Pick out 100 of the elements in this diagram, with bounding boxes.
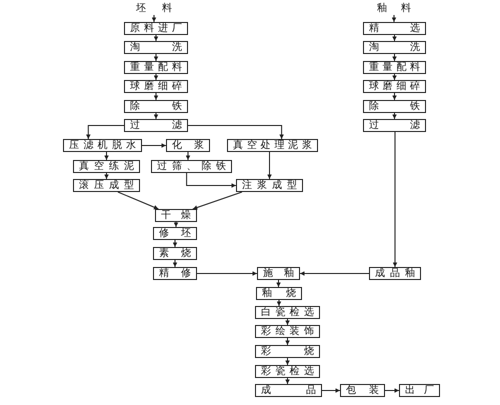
arrow [392, 92, 397, 100]
process-box [363, 61, 426, 74]
arrow [300, 271, 370, 276]
arrow [172, 260, 178, 268]
step-label: 白瓷检选 [261, 307, 314, 318]
process-box [124, 61, 188, 74]
step-label: 过筛、除铁 [157, 161, 226, 172]
arrow [285, 318, 290, 326]
step-label: 施釉 [263, 268, 294, 279]
arrow [285, 358, 290, 366]
process-box [255, 306, 320, 319]
arrow [186, 152, 190, 160]
step-label: 真空练泥 [79, 161, 134, 172]
step-label: 除铁 [369, 101, 420, 112]
process-box [155, 209, 197, 222]
process-box [363, 41, 426, 54]
step-label: 压滤机脱水 [69, 140, 136, 151]
arrow [104, 152, 109, 160]
arrow [154, 34, 158, 42]
process-box [340, 384, 385, 397]
arrow [117, 192, 159, 210]
arrow [285, 338, 290, 346]
arrow [392, 54, 397, 62]
material-heading: 釉料 [377, 3, 411, 15]
arrow [267, 152, 272, 180]
step-label: 原料进厂 [130, 23, 182, 34]
process-box [124, 100, 188, 113]
step-label: 精选 [369, 23, 420, 34]
step-label: 重量配料 [369, 62, 420, 73]
step-label: 彩绘装饰 [261, 326, 314, 337]
arrow [142, 143, 166, 148]
arrow [154, 92, 158, 100]
process-box [73, 179, 140, 192]
step-label: 球磨细碎 [369, 81, 420, 92]
process-box [153, 267, 197, 280]
arrow [154, 112, 158, 120]
arrow [188, 125, 284, 140]
process-box [363, 119, 426, 132]
step-label: 彩瓷检选 [261, 366, 314, 377]
process-box [363, 100, 426, 113]
process-box [255, 365, 320, 378]
step-label: 淘洗 [130, 42, 182, 53]
arrow [392, 34, 397, 42]
arrow [392, 112, 397, 120]
step-label: 化浆 [172, 140, 204, 151]
process-box [369, 267, 421, 280]
step-label: 淘洗 [369, 42, 420, 53]
step-label: 重量配料 [130, 62, 182, 73]
process-box [73, 160, 140, 173]
step-label: 成品釉 [375, 268, 415, 279]
arrow [154, 74, 158, 80]
arrow [186, 172, 236, 188]
arrow [154, 54, 158, 62]
process-box [255, 345, 320, 358]
step-label: 干燥 [161, 210, 191, 221]
step-label: 球磨细碎 [130, 81, 182, 92]
step-label: 釉烧 [262, 288, 296, 299]
process-box [124, 41, 188, 54]
arrow [192, 192, 242, 210]
step-label: 成品 [261, 385, 316, 396]
process-box [63, 139, 142, 152]
step-label: 精修 [159, 268, 191, 279]
step-label: 注浆成型 [242, 180, 297, 191]
arrow [174, 222, 178, 228]
process-box [227, 139, 318, 152]
arrow [392, 74, 397, 80]
arrow [392, 132, 398, 268]
process-box [153, 247, 197, 260]
arrow [86, 125, 124, 140]
step-label: 过滤 [130, 120, 182, 131]
arrow [172, 240, 178, 248]
step-label: 包装 [346, 385, 379, 396]
process-box [166, 139, 210, 152]
arrow [276, 280, 281, 288]
process-box [257, 267, 300, 280]
process-box [151, 160, 232, 173]
process-box [255, 325, 320, 338]
arrow [285, 378, 290, 384]
process-box [124, 80, 188, 93]
arrow [384, 388, 400, 393]
arrow [276, 300, 282, 306]
arrow [322, 388, 340, 393]
arrow [196, 271, 258, 276]
material-heading: 坯料 [136, 3, 172, 15]
process-box [236, 179, 303, 192]
arrow [392, 14, 396, 22]
process-box [363, 80, 426, 93]
process-box [256, 287, 302, 300]
process-box [124, 119, 188, 132]
step-label: 出厂 [405, 385, 434, 396]
step-label: 真空处理泥浆 [233, 140, 312, 151]
step-label: 过滤 [369, 120, 420, 131]
step-label: 修坯 [159, 228, 191, 239]
step-label: 滚压成型 [79, 180, 134, 191]
process-box [153, 227, 197, 240]
process-box [363, 22, 426, 35]
step-label: 除铁 [130, 101, 182, 112]
step-label: 素烧 [159, 248, 191, 259]
step-label: 彩烧 [261, 346, 314, 357]
process-box [124, 22, 188, 35]
